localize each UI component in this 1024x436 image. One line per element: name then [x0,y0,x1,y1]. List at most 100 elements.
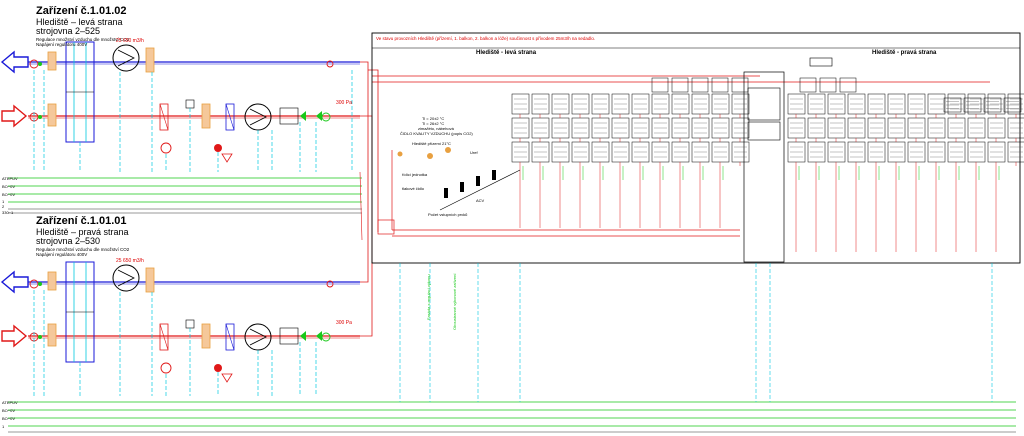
panel-note: Ve stavu provozních Hlediště (přízemí, 1… [376,36,596,41]
co2-label: ČIDLO KVALITY VZDUCHU (popis CO2) [400,131,473,136]
system-1-note2: Napájení regulátoru 400V [36,42,88,47]
vav-box [511,141,530,163]
vav-box [651,141,670,163]
vav-box [947,117,966,139]
left-side-header: Hlediště - levá strana [476,50,537,56]
right-side-header: Hlediště - pravá strana [872,50,937,56]
system-2-subtitle: Hlediště – pravá strana [36,227,129,237]
vav-box [511,117,530,139]
bus-label-2: BO~0V [2,184,16,189]
fresh-arrow-2 [1,324,28,348]
vav-box [631,117,650,139]
vav-box [591,93,610,115]
mode-label: zima/léto, nábehová [418,126,454,131]
vav-box [847,117,866,139]
vav-box [987,117,1006,139]
bus2-label-4: 1 [2,424,5,429]
vav-box [983,97,1002,113]
system-2-fan-label: 25 650 m3/h [116,258,144,264]
vav-box [927,117,946,139]
system-2-pressure: 300 Pa [336,320,352,326]
system-2-note1: Regulace množství vzduchu dle množství C… [36,247,130,252]
system-1-subtitle: Hlediště – levá strana [36,17,123,27]
vav-box [847,141,866,163]
system-1-ducts [0,41,362,214]
vav-box [591,141,610,163]
vav-box [967,93,986,115]
acv-label: ACV [476,198,485,203]
fresh-arrow-1 [1,104,28,128]
vav-box [907,93,926,115]
bus-label-5: 2 [2,204,5,209]
vav-box [571,141,590,163]
bus2-label-3: BO~0V [2,416,16,421]
vav-box [551,117,570,139]
bus2-label-2: BO~0V [2,408,16,413]
vav-box [943,97,962,113]
vav-box [827,117,846,139]
vav-box [947,93,966,115]
right-panel [371,32,1021,264]
vav-box [671,141,690,163]
vav-box [787,141,806,163]
vav-box [711,117,730,139]
bus-label-4: 1 [2,199,5,204]
zone-controllers-top [651,77,857,93]
vav-box [867,141,886,163]
system-2-title: Zařízení č.1.01.01 [36,215,127,227]
bus-label-3: BO~0V [2,192,16,197]
vav-box [867,93,886,115]
vav-box [927,93,946,115]
vav-box [511,93,530,115]
vav-box [847,93,866,115]
temp2-label: Ti = 26±2 °C [422,121,445,126]
vertical-note-1: Fasáda s regulací výkonu [426,274,431,320]
vav-box [1003,97,1022,113]
vav-box [631,141,650,163]
vav-box [807,93,826,115]
vav-box [711,141,730,163]
vav-box [711,93,730,115]
system-1-title: Zařízení č.1.01.02 [36,5,127,17]
vav-box [1007,93,1024,115]
vav-box [551,141,570,163]
system-2-room: strojovna 2–530 [36,236,101,246]
vav-drop-lines [519,114,1017,252]
vav-box [531,93,550,115]
vertical-note-2: Oboustranné výkonové zařízení [452,273,457,330]
temp-label: Ti = 20±2 °C [422,116,445,121]
vav-box [887,117,906,139]
vav-box [611,93,630,115]
vav-box [691,93,710,115]
vav-box [963,97,982,113]
vav-box [907,117,926,139]
vav-box [807,141,826,163]
sensor-label: tlakové čidlo [402,186,425,191]
terminal-label: Počet vstupních prvků [428,212,468,217]
vav-box [571,93,590,115]
bus2-label-1: ATEPUV [2,400,18,405]
system-2-ducts [0,261,1016,433]
vav-box-grid [511,93,1024,163]
vav-box [691,117,710,139]
vav-box [787,117,806,139]
vav-box [887,141,906,163]
bus-label-1: ATEPUV [2,176,18,181]
system-1-fan-label: 25 650 m3/h [116,38,144,44]
vav-box [731,141,750,163]
vav-box [867,117,886,139]
system-1-pressure: 300 Pa [336,100,352,106]
vav-box [731,93,750,115]
vav-box [571,117,590,139]
control-panel [377,147,740,237]
vav-box [531,117,550,139]
voltage-label: Uref [470,150,478,155]
vav-box [631,93,650,115]
exhaust-arrow-1 [0,50,29,74]
exhaust-arrow-2 [0,270,29,294]
bus-label-6: 330~1 [2,210,14,215]
vav-box [591,117,610,139]
vav-box [987,141,1006,163]
